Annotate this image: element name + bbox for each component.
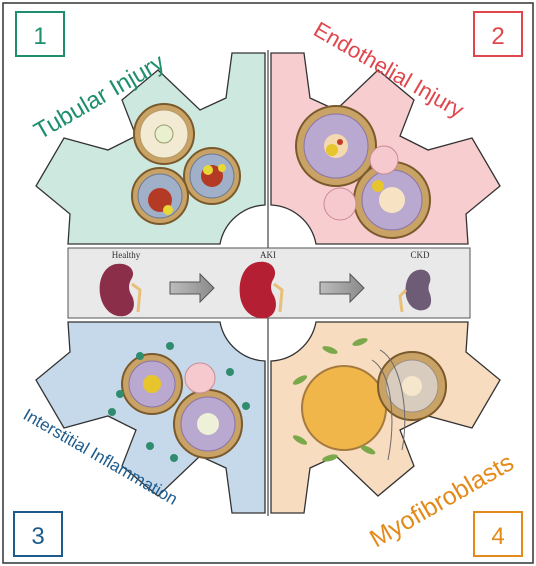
arrow-aki-to-ckd [319,272,365,304]
panel-3-number: 3 [31,523,44,550]
stage-ckd-label: CKD [410,250,430,260]
kidney-healthy [99,263,142,317]
stage-aki-label: AKI [260,250,276,260]
panel-4-number: 4 [491,523,504,550]
panel-4-illustration [292,338,447,462]
panel-3-illustration [108,342,250,462]
panel-2-illustration [295,105,431,239]
arrow-healthy-to-aki [169,272,215,304]
panel-1-number: 1 [33,23,46,50]
kidney-ckd [398,269,432,313]
panel-1-illustration [131,103,241,225]
stage-healthy-label: Healthy [112,250,141,260]
number-box-2: 2 [473,11,523,57]
number-box-4: 4 [473,511,523,557]
number-box-1: 1 [15,11,65,57]
kidney-aki [239,261,284,319]
number-box-3: 3 [13,511,63,557]
panel-2-number: 2 [491,23,504,50]
